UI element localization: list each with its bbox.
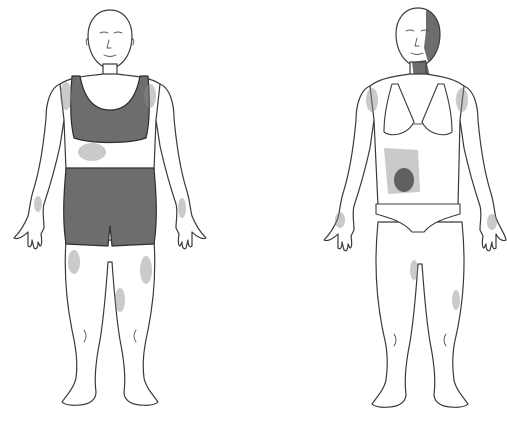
left-figure xyxy=(14,10,206,405)
right-figure xyxy=(324,8,506,407)
right-figure-legs xyxy=(372,222,468,407)
left-figure-right-arm xyxy=(14,84,64,249)
left-shorts xyxy=(64,168,157,246)
left-head xyxy=(86,10,134,67)
right-head xyxy=(396,8,440,65)
right-figure-right-arm xyxy=(324,86,374,251)
left-figure-left-arm xyxy=(156,84,206,249)
right-figure-left-arm xyxy=(460,86,506,251)
